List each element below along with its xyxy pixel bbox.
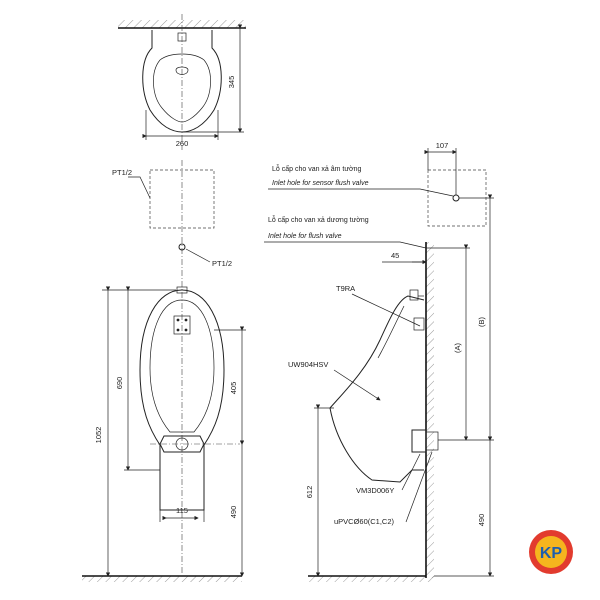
leader-vm3d006y (401, 453, 421, 491)
dim-115-label: 115 (176, 506, 188, 515)
front-bowl-inner (149, 299, 215, 433)
kp-logo: KP (529, 530, 573, 574)
label-vm3d006y: VM3D006Y (356, 486, 394, 495)
front-spud (176, 286, 188, 294)
front-urinal-body (139, 289, 225, 511)
leader-t9ra (351, 293, 421, 327)
top-view: 260 345 (118, 14, 246, 150)
front-sensor-window (173, 315, 191, 335)
front-concealed-box (149, 169, 215, 229)
dim-45-label: 45 (391, 251, 399, 260)
leader-uw904hsv (333, 369, 381, 401)
side-rim-line (377, 305, 405, 359)
dim-690-label: 690 (115, 377, 124, 390)
front-outlet-flange (159, 435, 205, 453)
dim-490-side-label: 490 (477, 514, 486, 527)
side-urinal-profile (329, 295, 425, 483)
top-wall-hatch (118, 20, 246, 28)
note-flush-vn: Lỗ cấp cho van xả dương tường (268, 215, 369, 224)
logo-text: KP (540, 545, 563, 562)
leader-upvc (405, 451, 433, 523)
front-inlet-point (178, 243, 186, 251)
side-view: 107 Lỗ cấp cho van xả âm tường Inlet hol… (264, 141, 494, 582)
dim-260-label: 260 (176, 139, 189, 148)
label-upvc: uPVCØ60(C1,C2) (334, 517, 395, 526)
note-sensor-vn: Lỗ cấp cho van xả âm tường (272, 164, 362, 173)
side-sensor-inlet (452, 194, 460, 202)
dim-1052-label: 1052 (94, 427, 103, 444)
note-sensor-leader (268, 188, 454, 197)
dim-345-label: 345 (227, 76, 236, 89)
dim-612-label: 612 (305, 486, 314, 499)
top-drain (175, 66, 189, 75)
note-flush-en: Inlet hole for flush valve (268, 233, 342, 240)
side-spud (409, 289, 419, 301)
label-t9ra: T9RA (336, 284, 355, 293)
dim-a-label: (A) (453, 343, 462, 354)
front-pt-side-label: PT1/2 (212, 259, 232, 268)
note-sensor-en: Inlet hole for sensor flush valve (272, 180, 369, 187)
label-uw904hsv: UW904HSV (288, 360, 328, 369)
dim-490-front-label: 490 (229, 506, 238, 519)
dim-107-label: 107 (436, 141, 449, 150)
top-bowl-rim (153, 53, 211, 123)
side-sensor (413, 317, 425, 331)
logo-inner-circle (535, 536, 567, 568)
side-outlet-pipe (425, 431, 439, 451)
note-flush-leader (264, 241, 427, 249)
dim-405-label: 405 (229, 382, 238, 395)
side-outlet-connector (411, 429, 427, 453)
front-pt-side-leader (185, 248, 211, 263)
front-pt-top-leader (128, 176, 151, 199)
dim-b-label: (B) (477, 317, 486, 328)
side-wall-hatch (426, 242, 434, 578)
front-view: PT1/2 PT1/2 1052 690 405 49 (82, 160, 246, 582)
front-pt-top-label: PT1/2 (112, 168, 132, 177)
